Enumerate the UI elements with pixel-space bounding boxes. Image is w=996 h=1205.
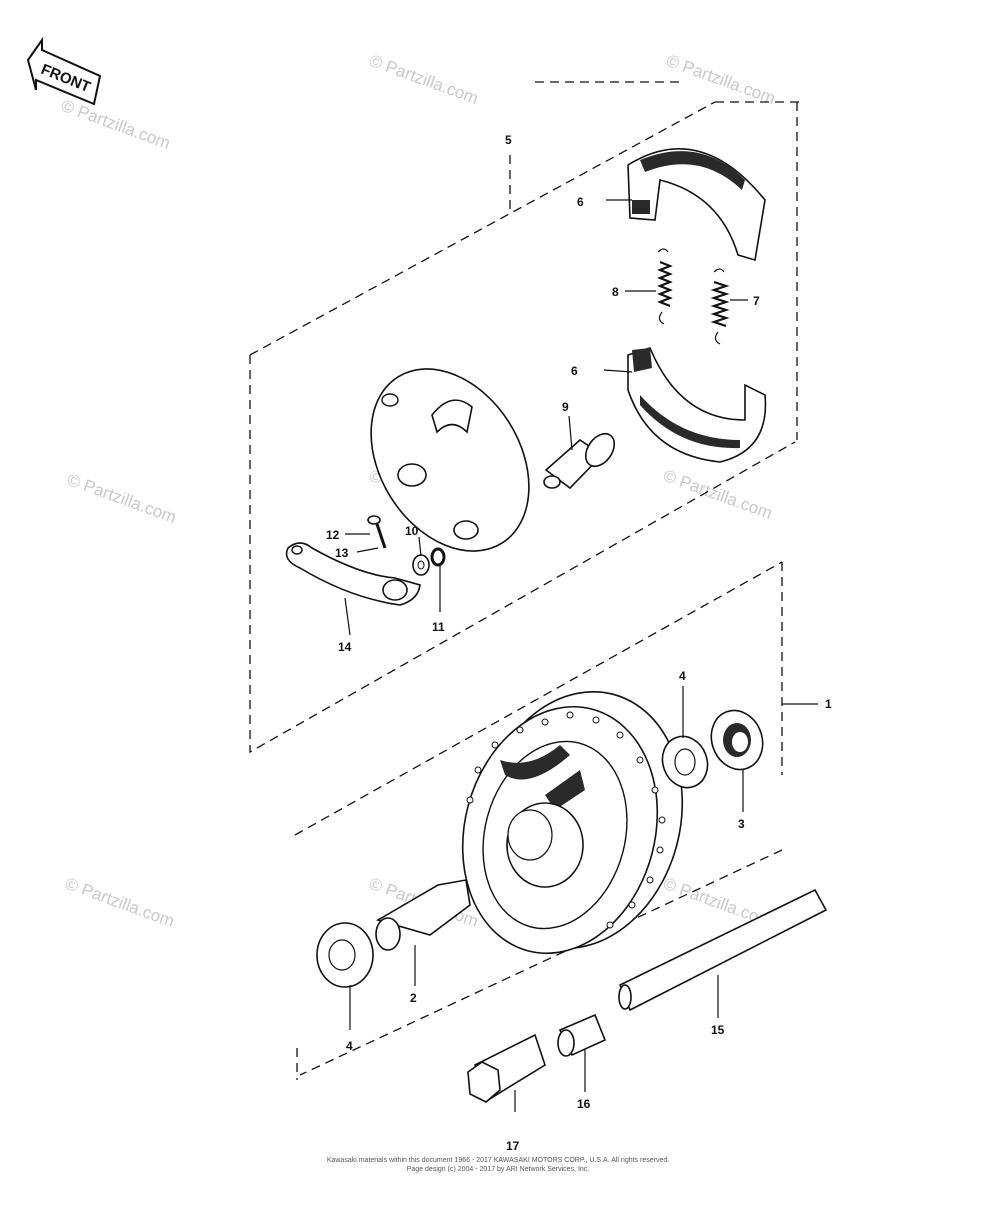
cam-lever (285, 542, 421, 606)
brake-panel-assembly-box (249, 81, 800, 754)
distance-collar-2 (375, 879, 471, 951)
callout-13: 13 (335, 546, 349, 560)
axle-15 (618, 888, 828, 1012)
callout-4: 4 (679, 669, 686, 683)
collar-16 (557, 1013, 607, 1057)
brake-cam (543, 432, 616, 490)
wheel-hub (461, 690, 684, 955)
callouts: 1 2 3 4 4 5 6 6 7 8 9 10 11 12 13 14 15 … (326, 133, 832, 1153)
hub-assembly-box (294, 561, 783, 1080)
brake-panel (370, 368, 530, 552)
callout-2: 2 (410, 991, 417, 1005)
watermark: © Partzilla.com (59, 96, 173, 153)
spring-7 (710, 268, 730, 345)
watermark: © Partzilla.com (664, 51, 778, 108)
callout-9: 9 (562, 400, 569, 414)
callout-12: 12 (326, 528, 340, 542)
front-arrow-icon: FRONT (26, 36, 102, 106)
callout-17: 17 (506, 1139, 520, 1153)
spring-8 (657, 248, 673, 325)
callout-7: 7 (753, 294, 760, 308)
oil-seal-3 (710, 709, 764, 771)
washer-10 (412, 554, 430, 576)
leader-lines (344, 199, 818, 1112)
callout-14: 14 (338, 640, 352, 654)
footer-copyright: Kawasaki materials within this document … (327, 1157, 669, 1173)
seal-11 (430, 547, 446, 567)
axle-nut-17 (467, 1033, 546, 1103)
callout-10: 10 (405, 524, 419, 538)
footer-line-1: Kawasaki materials within this document … (327, 1157, 669, 1164)
brake-shoe-lower (627, 347, 767, 463)
watermark: © Partzilla.com (65, 470, 179, 527)
callout-8: 8 (612, 285, 619, 299)
callout-5: 5 (505, 133, 512, 147)
footer-line-2: Page design (c) 2004 - 2017 by ARI Netwo… (407, 1166, 590, 1173)
callout-16: 16 (577, 1097, 591, 1111)
callout-6: 6 (577, 195, 584, 209)
callout-3: 3 (738, 817, 745, 831)
callout-11: 11 (432, 620, 445, 634)
callout-6: 6 (571, 364, 578, 378)
callout-4: 4 (346, 1039, 353, 1053)
bolt-12 (367, 515, 387, 549)
brake-shoe-upper (627, 148, 766, 262)
bearing-4-upper (661, 735, 709, 789)
watermark: © Partzilla.com (661, 466, 775, 523)
bearing-4-lower (316, 922, 374, 988)
watermark: © Partzilla.com (63, 874, 177, 931)
watermark: © Partzilla.com (367, 51, 481, 108)
callout-15: 15 (711, 1023, 725, 1037)
callout-1: 1 (825, 697, 832, 711)
